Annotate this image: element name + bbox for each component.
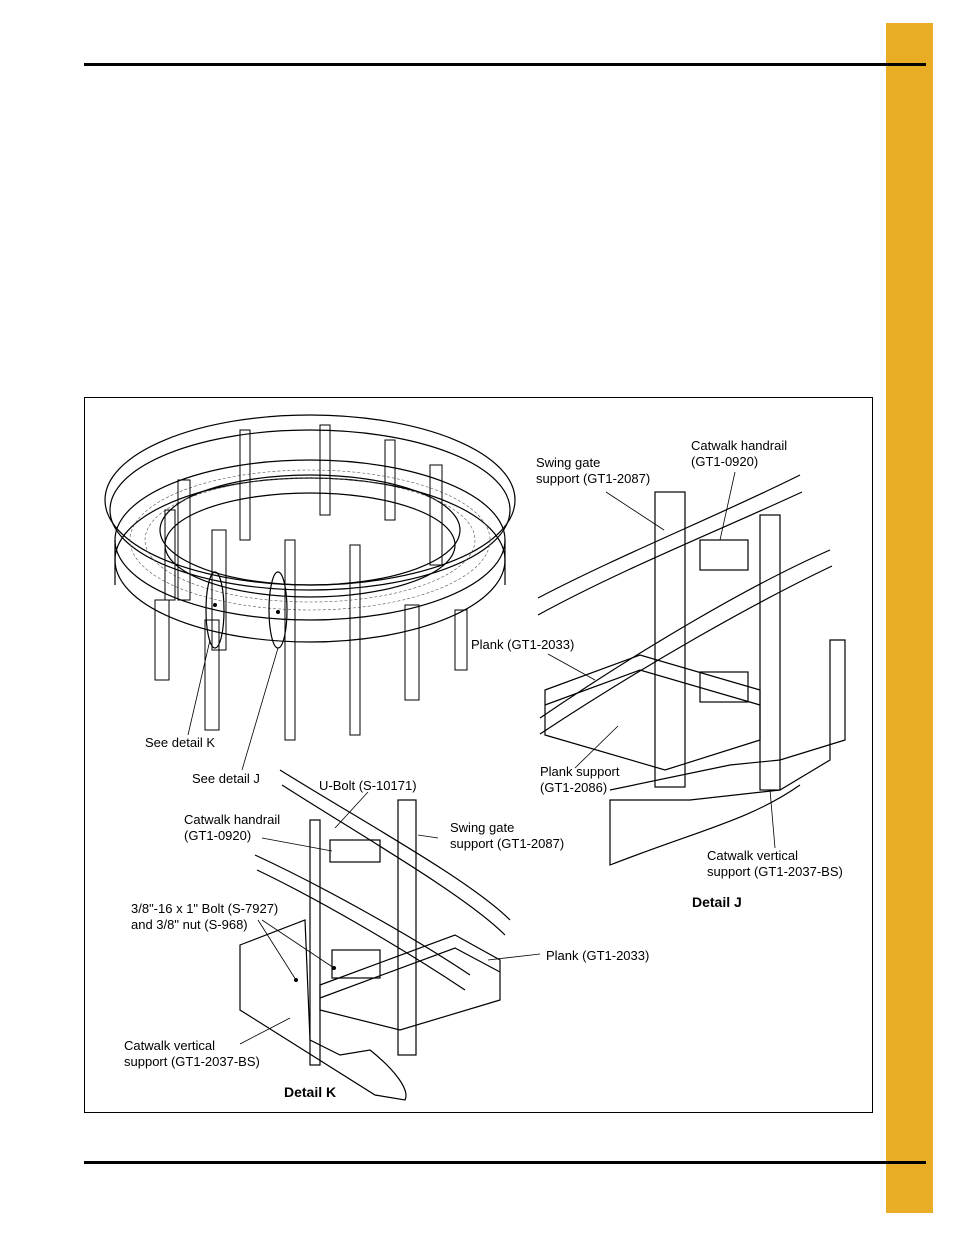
chapter-side-tab <box>886 23 933 1213</box>
detail-k-u-bolt-label: U-Bolt (S-10171) <box>319 778 417 793</box>
detail-j-title: Detail J <box>692 894 742 910</box>
detail-k-catwalk-vertical-support-label: Catwalk vertical support (GT1-2037-BS) <box>124 1038 260 1069</box>
detail-k-drawing <box>239 769 511 1101</box>
catwalk-overview-drawing <box>104 414 516 741</box>
detail-k-title: Detail K <box>284 1084 337 1100</box>
detail-k-bolt-and-nut-label: 3/8"-16 x 1" Bolt (S-7927) and 3/8" nut … <box>131 901 279 932</box>
see-detail-k-callout: See detail K <box>145 735 216 750</box>
detail-j-drawing <box>537 474 846 866</box>
see-detail-j-callout: See detail J <box>192 771 260 786</box>
footer-rule <box>84 1161 926 1164</box>
detail-j-plank-support-label: Plank support (GT1-2086) <box>540 764 620 795</box>
detail-k-plank-label: Plank (GT1-2033) <box>546 948 650 963</box>
arrowheads <box>213 603 336 982</box>
overview-leader-lines <box>187 639 279 771</box>
header-rule <box>84 63 926 66</box>
detail-j-leader-lines <box>547 471 776 849</box>
figure-frame <box>84 397 873 1113</box>
detail-j-plank-label: Plank (GT1-2033) <box>471 637 575 652</box>
detail-k-catwalk-handrail-label: Catwalk handrail (GT1-0920) <box>184 812 281 843</box>
detail-j-swing-gate-support-label: Swing gate support (GT1-2087) <box>536 455 651 486</box>
detail-j-catwalk-handrail-label: Catwalk handrail (GT1-0920) <box>691 438 788 469</box>
detail-j-catwalk-vertical-support-label: Catwalk vertical support (GT1-2037-BS) <box>707 848 843 879</box>
detail-k-swing-gate-support-label: Swing gate support (GT1-2087) <box>450 820 565 851</box>
detail-k-leader-lines <box>239 791 541 1045</box>
